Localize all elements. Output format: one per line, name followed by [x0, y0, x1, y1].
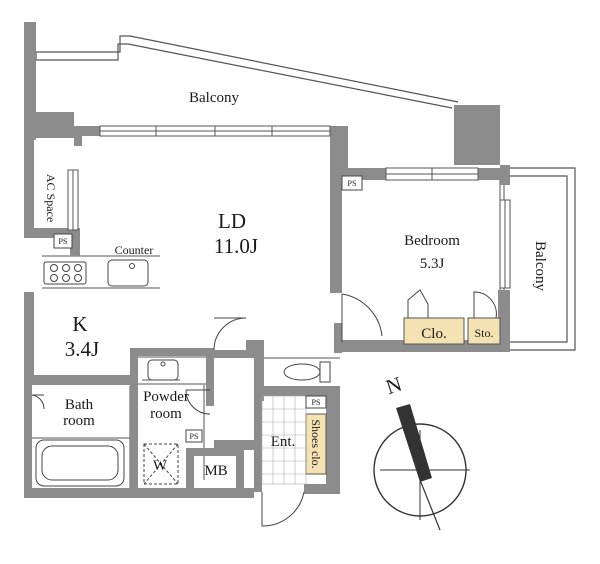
entrance-label: Ent. [271, 434, 296, 450]
washbasin [147, 359, 179, 381]
bathtub [35, 439, 125, 487]
ps-label-2: PS [59, 237, 68, 246]
ld-name-label: LD [218, 209, 246, 233]
compass [373, 404, 470, 531]
ps-label-4: PS [312, 398, 321, 407]
bedroom-name-label: Bedroom [404, 233, 460, 249]
ps-box-2 [53, 233, 73, 249]
closet-label: Clo. [421, 326, 446, 342]
counter-label: Counter [115, 243, 154, 257]
w-label: W [153, 458, 168, 474]
powder-label-line1: Powder [143, 389, 189, 405]
balcony-top-label: Balcony [189, 90, 239, 106]
ps-label-3: PS [190, 432, 199, 441]
toilet [283, 361, 331, 383]
closet-fill [403, 317, 465, 345]
entrance-tile-grid [261, 395, 307, 485]
doors [31, 289, 497, 527]
balcony-outline-right [505, 167, 576, 351]
stove [43, 261, 87, 285]
ps-box-1 [341, 175, 363, 191]
ld-size-label: 11.0J [214, 234, 258, 258]
kitchen-sink [107, 259, 149, 287]
washing-machine-space [143, 443, 179, 485]
ps-label-1: PS [348, 179, 357, 188]
ps-box-3 [185, 429, 203, 443]
balcony-right-label: Balcony [532, 241, 548, 291]
ps-box-4 [305, 395, 327, 409]
balcony-outline-top [35, 35, 459, 109]
bedroom-size-label: 5.3J [420, 256, 445, 272]
storage-label: Sto. [474, 326, 493, 340]
shoes-closet-label: Shoes clo. [309, 419, 323, 468]
storage-fill [467, 317, 501, 345]
mb-label: MB [204, 463, 227, 479]
k-size-label: 3.4J [65, 337, 99, 361]
ac-space-label: AC Space [44, 174, 58, 222]
bath-label-line1: Bath [65, 397, 94, 413]
windows [67, 125, 511, 289]
compass-north-label: N [383, 372, 405, 400]
bath-label-line2: room [63, 413, 95, 429]
k-name-label: K [72, 312, 87, 336]
compass-needle [396, 404, 432, 482]
powder-label-line2: room [150, 406, 182, 422]
